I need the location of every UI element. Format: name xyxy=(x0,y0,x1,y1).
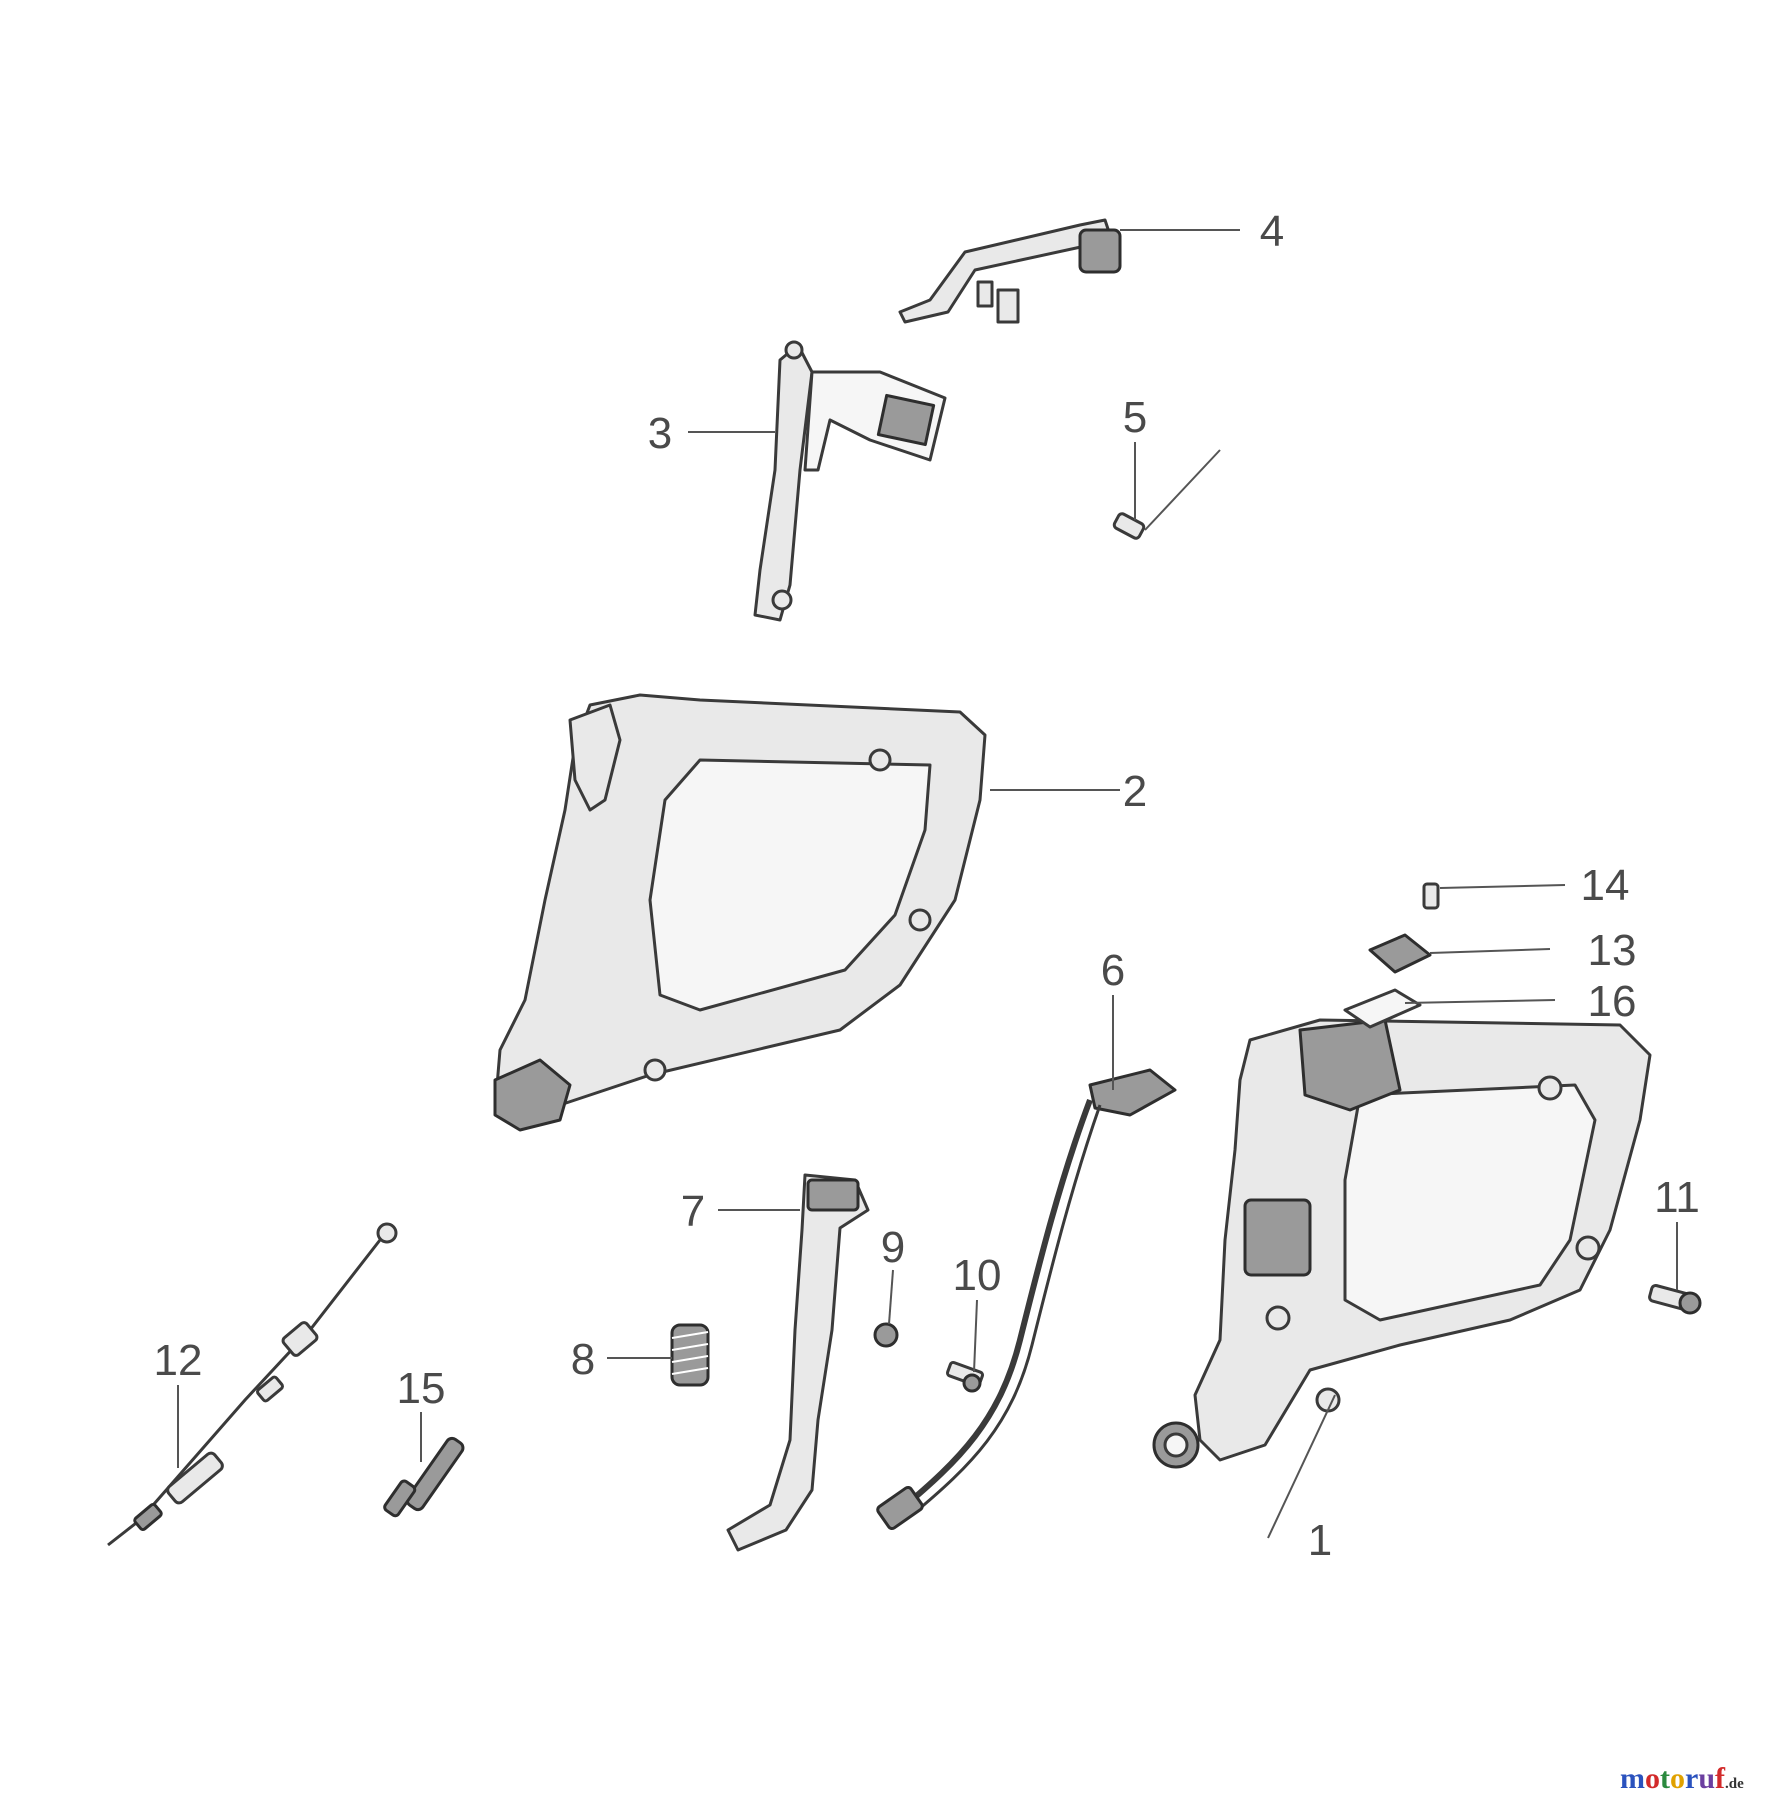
callout-10: 10 xyxy=(953,1251,1002,1300)
callout-15: 15 xyxy=(397,1364,446,1413)
callout-16: 16 xyxy=(1588,977,1637,1026)
callout-14: 14 xyxy=(1581,861,1630,910)
callout-6: 6 xyxy=(1101,946,1125,995)
callout-7: 7 xyxy=(681,1187,705,1236)
part-6-switch-cable xyxy=(876,1068,1177,1531)
callout-1: 1 xyxy=(1308,1516,1332,1565)
part-7-lockout-lever xyxy=(726,1173,870,1552)
part-3-throttle-trigger xyxy=(753,340,947,622)
callout-labels: 1 2 3 4 5 6 7 8 9 10 11 12 13 14 15 16 xyxy=(154,207,1700,1565)
part-13-switch-button xyxy=(1368,933,1432,974)
part-1-right-handle-housing xyxy=(1152,1018,1652,1469)
callout-5: 5 xyxy=(1123,393,1147,442)
callout-8: 8 xyxy=(571,1335,595,1384)
callout-13: 13 xyxy=(1588,926,1637,975)
motoruf-logo: motoruf.de xyxy=(1620,1762,1744,1795)
callout-11: 11 xyxy=(1654,1173,1700,1222)
part-8-spring xyxy=(670,1323,710,1387)
callout-2: 2 xyxy=(1123,767,1147,816)
watermark-text: motoruf.de xyxy=(1620,1762,1744,1795)
part-5-spring-pin xyxy=(1112,449,1221,540)
callout-9: 9 xyxy=(881,1223,905,1272)
part-14-screw xyxy=(1422,882,1440,910)
part-10-screw xyxy=(945,1360,985,1393)
part-9-nut xyxy=(873,1322,899,1348)
callout-4: 4 xyxy=(1260,207,1284,256)
callout-12: 12 xyxy=(154,1336,203,1385)
part-2-left-handle-housing xyxy=(493,693,987,1132)
leader-lines xyxy=(177,229,1678,1539)
part-12-throttle-cable xyxy=(107,1222,398,1547)
part-11-screw xyxy=(1648,1283,1702,1315)
part-16-gasket-plate xyxy=(1343,988,1422,1029)
callout-3: 3 xyxy=(648,409,672,458)
part-15-spring xyxy=(383,1436,465,1518)
part-4-throttle-rod xyxy=(898,218,1122,324)
